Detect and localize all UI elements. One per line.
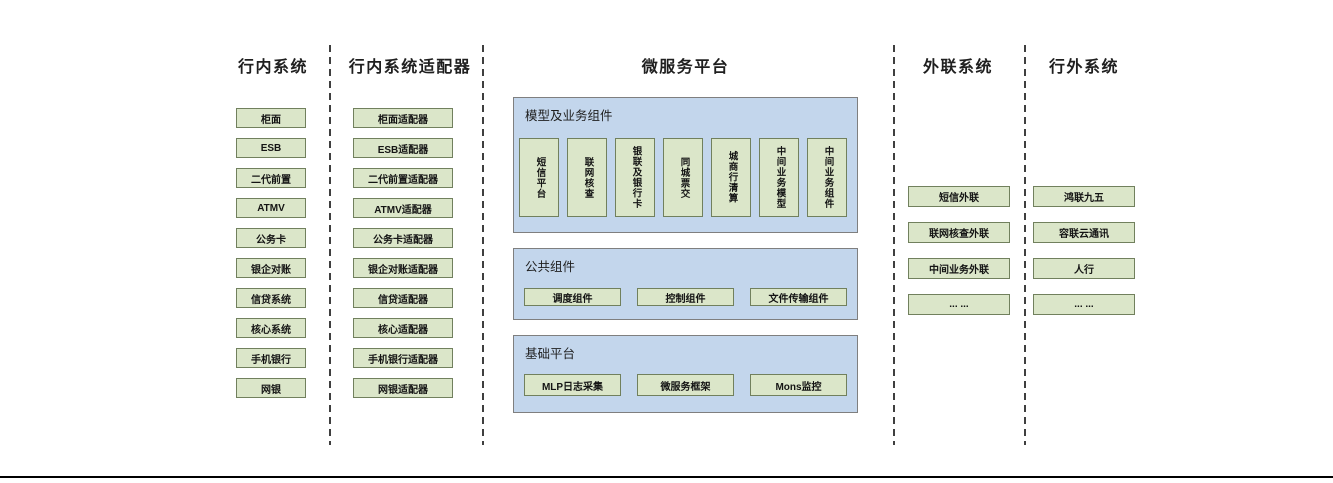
component-box: 调度组件 bbox=[524, 288, 621, 306]
column-divider bbox=[329, 45, 331, 445]
system-box: 核心系统 bbox=[236, 318, 306, 338]
component-box: 联网核查 bbox=[567, 138, 607, 217]
component-box: 银联及银行卡 bbox=[615, 138, 655, 217]
base-platform-row: MLP日志采集 微服务框架 Mons监控 bbox=[524, 374, 847, 396]
model-components-row: 短信平台 联网核查 银联及银行卡 同城票交 城商行清算 中间业务模型 中间业务组… bbox=[519, 138, 847, 217]
system-box: 柜面 bbox=[236, 108, 306, 128]
outbound-box: ... ... bbox=[908, 294, 1010, 315]
system-box: 二代前置 bbox=[236, 168, 306, 188]
panel-title: 基础平台 bbox=[525, 347, 576, 361]
adapter-box: 公务卡适配器 bbox=[353, 228, 453, 248]
component-box: 城商行清算 bbox=[711, 138, 751, 217]
component-box: Mons监控 bbox=[750, 374, 847, 396]
adapter-box: 柜面适配器 bbox=[353, 108, 453, 128]
system-box: 公务卡 bbox=[236, 228, 306, 248]
system-box: 网银 bbox=[236, 378, 306, 398]
external-systems-column: 鸿联九五 容联云通讯 人行 ... ... bbox=[1033, 186, 1135, 315]
outbound-systems-column: 短信外联 联网核查外联 中间业务外联 ... ... bbox=[908, 186, 1010, 315]
component-box: 文件传输组件 bbox=[750, 288, 847, 306]
system-box: ATMV bbox=[236, 198, 306, 218]
panel-common-components: 公共组件 调度组件 控制组件 文件传输组件 bbox=[513, 248, 858, 320]
component-box: 中间业务组件 bbox=[807, 138, 847, 217]
bottom-rule bbox=[0, 476, 1333, 478]
column-header-external: 行外系统 bbox=[1048, 59, 1119, 76]
panel-title: 公共组件 bbox=[525, 260, 576, 274]
outbound-box: 联网核查外联 bbox=[908, 222, 1010, 243]
component-box: 控制组件 bbox=[637, 288, 734, 306]
system-box: 银企对账 bbox=[236, 258, 306, 278]
column-divider bbox=[1024, 45, 1026, 445]
column-header-inbank: 行内系统 bbox=[237, 59, 308, 76]
system-box: 手机银行 bbox=[236, 348, 306, 368]
component-box: 微服务框架 bbox=[637, 374, 734, 396]
adapter-box: ESB适配器 bbox=[353, 138, 453, 158]
column-header-platform: 微服务平台 bbox=[641, 59, 730, 76]
adapter-box: 信贷适配器 bbox=[353, 288, 453, 308]
inbank-systems-column: 柜面 ESB 二代前置 ATMV 公务卡 银企对账 信贷系统 核心系统 手机银行… bbox=[236, 108, 306, 398]
outbound-box: 中间业务外联 bbox=[908, 258, 1010, 279]
adapter-box: ATMV适配器 bbox=[353, 198, 453, 218]
external-box: 人行 bbox=[1033, 258, 1135, 279]
external-box: 容联云通讯 bbox=[1033, 222, 1135, 243]
adapters-column: 柜面适配器 ESB适配器 二代前置适配器 ATMV适配器 公务卡适配器 银企对账… bbox=[353, 108, 453, 398]
panel-title: 模型及业务组件 bbox=[525, 109, 613, 123]
column-header-adapters: 行内系统适配器 bbox=[348, 59, 472, 76]
component-box: 短信平台 bbox=[519, 138, 559, 217]
adapter-box: 核心适配器 bbox=[353, 318, 453, 338]
adapter-box: 二代前置适配器 bbox=[353, 168, 453, 188]
common-components-row: 调度组件 控制组件 文件传输组件 bbox=[524, 288, 847, 306]
external-box: 鸿联九五 bbox=[1033, 186, 1135, 207]
system-box: 信贷系统 bbox=[236, 288, 306, 308]
component-box: 同城票交 bbox=[663, 138, 703, 217]
panel-base-platform: 基础平台 MLP日志采集 微服务框架 Mons监控 bbox=[513, 335, 858, 413]
adapter-box: 手机银行适配器 bbox=[353, 348, 453, 368]
component-box: 中间业务模型 bbox=[759, 138, 799, 217]
adapter-box: 网银适配器 bbox=[353, 378, 453, 398]
system-box: ESB bbox=[236, 138, 306, 158]
column-divider bbox=[482, 45, 484, 445]
panel-model-business-components: 模型及业务组件 短信平台 联网核查 银联及银行卡 同城票交 城商行清算 中间业务… bbox=[513, 97, 858, 233]
outbound-box: 短信外联 bbox=[908, 186, 1010, 207]
adapter-box: 银企对账适配器 bbox=[353, 258, 453, 278]
column-header-outbound: 外联系统 bbox=[922, 59, 993, 76]
external-box: ... ... bbox=[1033, 294, 1135, 315]
column-divider bbox=[893, 45, 895, 445]
component-box: MLP日志采集 bbox=[524, 374, 621, 396]
